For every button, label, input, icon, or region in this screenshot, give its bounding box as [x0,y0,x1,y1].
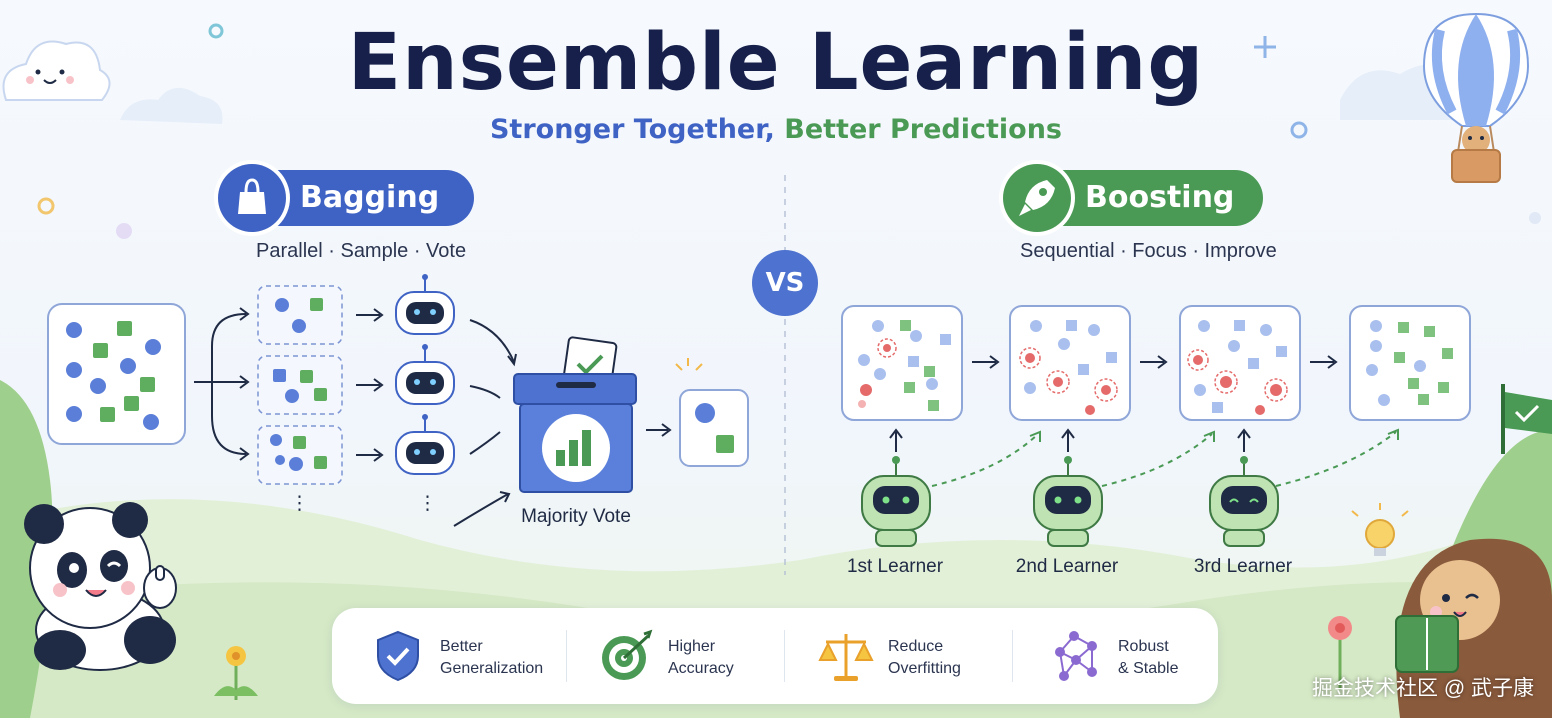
benefits-bar: Better Generalization Higher Accuracy Re… [332,608,1218,704]
panda-icon [24,502,177,671]
divider-line [784,175,786,575]
page-title: Ensemble Learning [347,18,1205,108]
vs-badge: VS [752,250,818,316]
benefit-line-2: Overfitting [888,660,961,677]
rocket-icon [1003,164,1071,232]
benefit-line-1: Higher [668,638,716,655]
benefit-generalization: Better Generalization [332,608,552,704]
benefit-line-2: & Stable [1118,660,1179,677]
network-icon [1055,631,1097,681]
flag-icon [1501,384,1552,454]
shopping-bag-icon [218,164,286,232]
robot-model-icon [395,414,455,475]
page-subtitle: Stronger Together, Better Predictions [0,114,1552,145]
robot-model-icon [395,344,455,405]
benefit-line-1: Better [440,638,483,655]
boosting-pill: Boosting [1003,164,1263,232]
benefit-line-2: Generalization [440,660,544,677]
ellipsis-models: ⋮ [418,493,437,514]
hedgehog-icon [1395,538,1552,718]
learner-label-3: 3rd Learner [1193,556,1293,577]
subtitle-part-2: Better Predictions [784,114,1062,145]
prediction-output-box [679,389,749,467]
learner-robot-icon [1033,456,1103,547]
hot-air-balloon-icon [1422,12,1530,183]
learner-label-2: 2nd Learner [1015,556,1119,577]
iteration-box-3 [1179,305,1301,421]
separator [566,630,567,682]
benefit-robust: Robust & Stable [1010,608,1230,704]
boosting-tagline: Sequential · Focus · Improve [1020,240,1277,262]
bootstrap-sample [257,355,343,415]
iteration-box-2 [1009,305,1131,421]
benefit-line-1: Robust [1118,638,1169,655]
target-icon [602,629,653,680]
iteration-box-final [1349,305,1471,421]
benefit-line-2: Accuracy [668,660,734,677]
bagging-tagline: Parallel · Sample · Vote [256,240,467,262]
robot-model-icon [395,274,455,335]
benefit-overfitting: Reduce Overfitting [780,608,1000,704]
bootstrap-sample [257,285,343,345]
bagging-pill: Bagging [218,164,474,232]
learner-label-1: 1st Learner [846,556,944,577]
boosting-label: Boosting [1085,180,1235,215]
learner-robot-icon [861,456,931,547]
lightbulb-icon [1351,503,1409,556]
boosting-diagram [841,305,1471,547]
ballot-box-icon [513,336,637,493]
flower-icon [214,646,258,700]
bagging-label: Bagging [300,180,440,215]
benefit-line-1: Reduce [888,638,944,655]
learner-robot-icon [1209,456,1279,547]
watermark: 掘金技术社区 @ 武子康 [1312,677,1534,700]
ellipsis-samples: ⋮ [290,493,309,514]
separator [784,630,785,682]
majority-vote-label: Majority Vote [521,506,631,527]
iteration-box-1 [841,305,963,421]
dataset-box [47,303,186,445]
bagging-diagram [47,274,749,527]
cloud-icon [2,40,111,101]
scale-icon [818,634,874,681]
flower-icon [1328,616,1352,690]
shield-check-icon [377,630,419,682]
bootstrap-sample [257,425,343,485]
benefit-accuracy: Higher Accuracy [560,608,780,704]
separator [1012,630,1013,682]
subtitle-part-1: Stronger Together, [489,114,775,145]
